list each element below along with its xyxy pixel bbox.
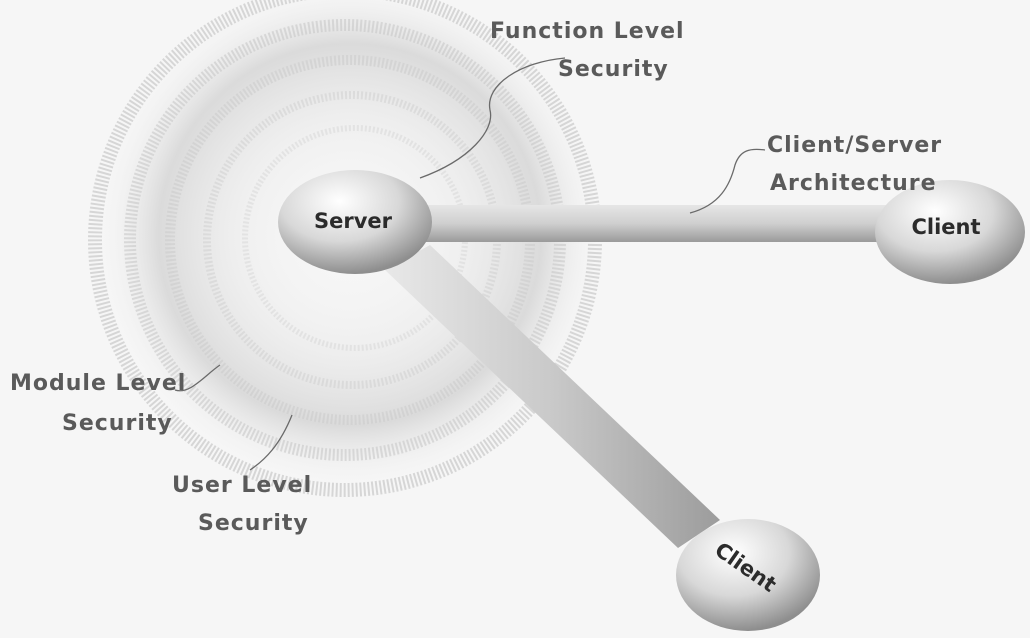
user-level-text-2: Security [198, 511, 309, 536]
function-level-text-2: Security [558, 57, 669, 82]
client-server-text-2: Architecture [770, 171, 937, 196]
client-right-label: Client [911, 215, 980, 239]
connector-server-client-right [395, 205, 890, 242]
module-level-text-1: Module Level [10, 371, 186, 396]
leader-client-server [690, 149, 765, 213]
client-server-text-1: Client/Server [767, 133, 942, 158]
server-label: Server [314, 209, 393, 233]
client-bottom-node: Client [676, 519, 820, 631]
module-level-text-2: Security [62, 411, 173, 436]
user-level-security-label: User Level Security [172, 473, 312, 536]
client-server-architecture-label: Client/Server Architecture [767, 133, 942, 196]
function-level-text-1: Function Level [490, 19, 685, 44]
server-node: Server [278, 170, 432, 274]
user-level-text-1: User Level [172, 473, 312, 498]
